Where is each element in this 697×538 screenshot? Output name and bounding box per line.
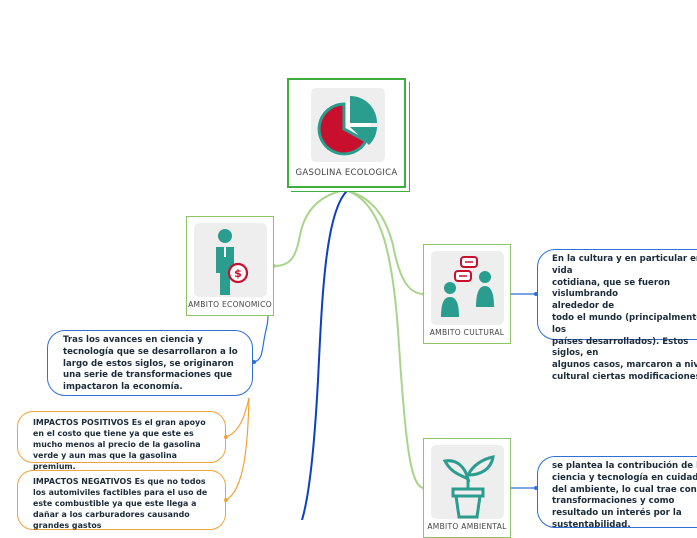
connector-economico-text [253,315,269,363]
ambiental-node[interactable]: AMBITO AMBIENTAL [423,438,511,538]
impactos-positivos-text: IMPACTOS POSITIVOS Es el gran apoyo en e… [33,418,206,471]
cultural-text-node[interactable]: En la cultura y en particular en la vida… [537,249,697,382]
people-talking-icon [441,256,494,317]
impactos-negativos-text: IMPACTOS NEGATIVOS Es que no todos los a… [33,477,208,530]
main-topic-title: GASOLINA ECOLOGICA [295,168,398,178]
cultural-node[interactable]: AMBITO CULTURAL [423,244,511,344]
economico-label: AMBITO ECONOMICO [188,300,272,309]
ambiental-text-node[interactable]: se plantea la contribución de la ciencia… [537,456,697,530]
person-money-icon: $ [216,229,249,295]
economico-text-node[interactable]: Tras los avances en ciencia y tecnología… [47,330,253,396]
economico-text: Tras los avances en ciencia y tecnología… [63,335,238,393]
cultural-icon-tile [431,251,504,325]
connector-cultural [344,189,425,295]
connector-impactos-positivos [225,397,250,438]
connector-economico [273,189,346,267]
connector-impactos-negativos [225,397,250,501]
ambiental-label: AMBITO AMBIENTAL [427,522,507,531]
economico-icon-tile: $ [194,223,267,297]
impactos-positivos-node[interactable]: IMPACTOS POSITIVOS Es el gran apoyo en e… [17,411,226,471]
connector-main-down [301,189,349,520]
ambiental-text: se plantea la contribución de la ciencia… [552,461,697,530]
svg-text:$: $ [234,267,242,280]
plant-pot-icon [442,455,495,519]
cultural-label: AMBITO CULTURAL [429,328,505,337]
impactos-negativos-node[interactable]: IMPACTOS NEGATIVOS Es que no todos los a… [17,470,226,530]
connector-ambiental [344,189,425,489]
ambiental-icon-tile [431,445,504,519]
cultural-text: En la cultura y en particular en la vida… [552,254,697,382]
connector-lines [224,189,538,520]
main-icon-tile [311,88,385,162]
economico-node[interactable]: $ AMBITO ECONOMICO [186,216,274,316]
main-topic-node[interactable]: GASOLINA ECOLOGICA [287,78,406,188]
pie-chart-icon [317,96,377,156]
